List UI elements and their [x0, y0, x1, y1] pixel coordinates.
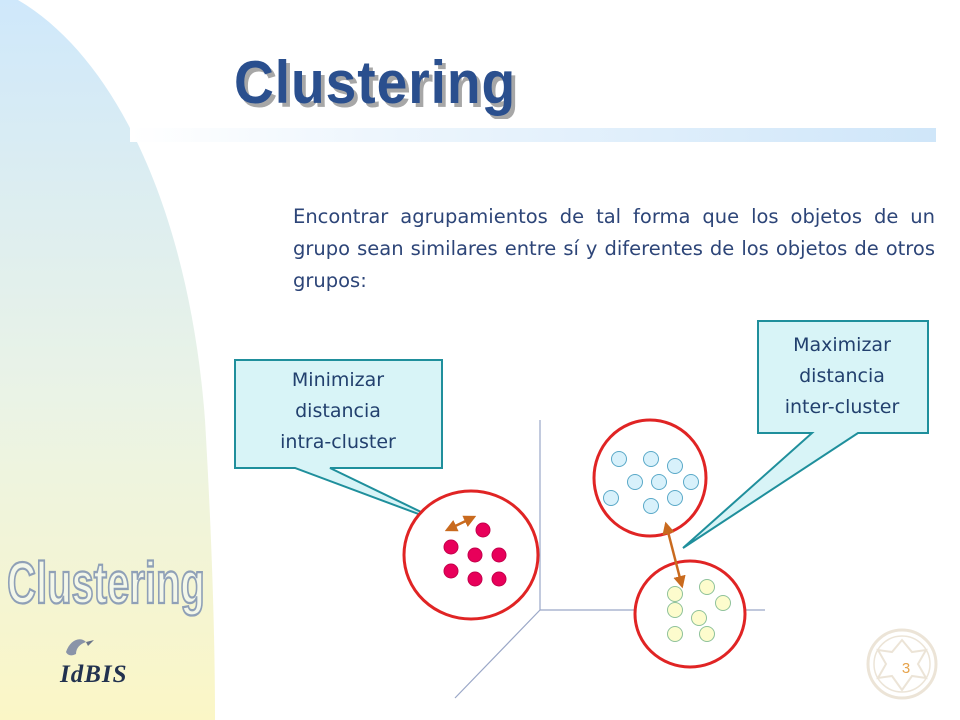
- cluster-point: [603, 490, 619, 506]
- cluster-point: [643, 498, 659, 514]
- cluster-ring: [633, 559, 747, 669]
- cluster-point: [475, 522, 491, 538]
- svg-text:Clustering: Clustering: [7, 551, 205, 616]
- cluster-point: [467, 571, 483, 587]
- cluster-point: [683, 474, 699, 490]
- cluster-point: [467, 547, 483, 563]
- cluster-upper-right: [592, 418, 708, 538]
- clustering-watermark: Clustering: [6, 550, 206, 617]
- intra-cluster-callout: Minimizar distancia intra-cluster: [234, 359, 449, 526]
- cluster-ring: [592, 418, 708, 538]
- cluster-point: [667, 490, 683, 506]
- page-number: 3: [901, 660, 911, 677]
- cluster-point: [491, 571, 507, 587]
- cluster-point: [691, 610, 707, 626]
- cluster-lower-right: [633, 521, 747, 669]
- cluster-point: [667, 586, 683, 602]
- intra-callout-line-3: intra-cluster: [280, 431, 396, 453]
- cluster-point: [443, 539, 459, 555]
- idbis-logo: IdBIS: [60, 661, 128, 688]
- intra-callout-line-1: Minimizar: [292, 369, 384, 391]
- university-crest-icon: [866, 628, 938, 700]
- inter-callout-line-1: Maximizar: [793, 334, 891, 356]
- logo-bird-icon: [66, 639, 94, 656]
- intra-distance-arrow: [444, 515, 477, 532]
- cluster-point: [643, 451, 659, 467]
- cluster-point: [611, 451, 627, 467]
- cluster-point: [715, 595, 731, 611]
- intra-callout-line-2: distancia: [295, 400, 381, 422]
- cluster-point: [491, 547, 507, 563]
- cluster-point: [699, 579, 715, 595]
- cluster-point: [667, 626, 683, 642]
- slide-title: Clustering: [234, 49, 517, 116]
- cluster-point: [627, 474, 643, 490]
- cluster-point: [667, 602, 683, 618]
- inter-distance-arrow: [662, 521, 686, 589]
- slide-description: Encontrar agrupamientos de tal forma que…: [293, 205, 935, 292]
- cluster-point: [667, 458, 683, 474]
- cluster-point: [699, 626, 715, 642]
- inter-callout-line-2: distancia: [799, 365, 885, 387]
- cluster-left: [402, 489, 540, 621]
- z-axis: [454, 609, 541, 699]
- title-underline-bar: [130, 128, 936, 142]
- inter-cluster-callout: Maximizar distancia inter-cluster: [682, 320, 929, 549]
- cluster-point: [443, 563, 459, 579]
- cluster-point: [651, 474, 667, 490]
- inter-callout-line-3: inter-cluster: [785, 396, 900, 418]
